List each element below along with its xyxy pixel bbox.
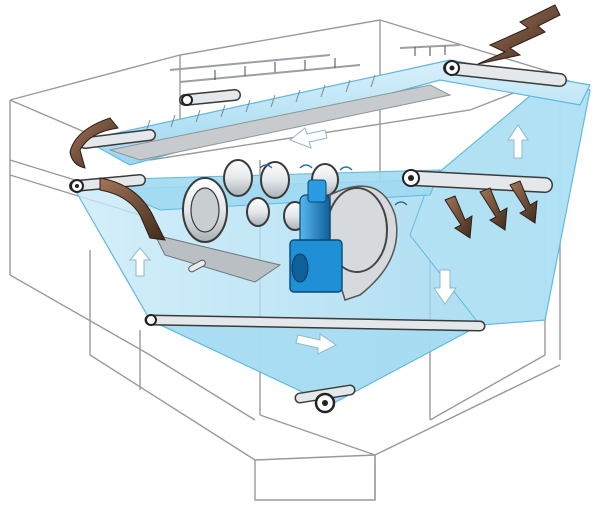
- roller-icon: [402, 169, 553, 193]
- drum-rollers: [182, 159, 339, 243]
- airflow-arrow-icon: [99, 177, 166, 241]
- belt-direction-arrows: [128, 124, 529, 355]
- arrow-icon: [289, 127, 328, 149]
- upper-belt-gray-layer: [108, 84, 452, 161]
- arrow-icon: [433, 269, 457, 305]
- airflow-arrows: [69, 4, 561, 241]
- nozzle-ticks: [145, 74, 376, 133]
- roller-icon: [79, 129, 156, 149]
- arrow-icon: [507, 124, 529, 159]
- drum-2: [223, 159, 253, 197]
- top-rails: [169, 44, 461, 83]
- rollers: [69, 60, 567, 414]
- drive-motor-icon: [289, 179, 398, 301]
- tray-spout: [188, 259, 206, 273]
- drum-4: [246, 197, 270, 227]
- arrow-icon: [295, 333, 337, 355]
- airflow-arrow-icon: [69, 117, 119, 169]
- collection-tray: [154, 234, 282, 283]
- airflow-arrow-icon: [444, 195, 473, 239]
- roller-icon: [443, 60, 567, 87]
- exhaust-arrows: [444, 180, 538, 239]
- nozzle-row-1: [214, 46, 446, 80]
- spray-nozzles: [145, 46, 446, 133]
- arrow-icon: [128, 247, 152, 277]
- airflow-arrow-icon: [509, 180, 538, 224]
- roller-icon: [179, 89, 241, 106]
- large-drum: [182, 177, 228, 243]
- roller-icon: [294, 384, 356, 414]
- roller-icon: [144, 314, 486, 332]
- drum-3: [260, 161, 290, 199]
- airflow-arrow-icon: [479, 187, 508, 231]
- airflow-arrow-icon: [477, 4, 561, 65]
- rotation-marks: [259, 164, 408, 206]
